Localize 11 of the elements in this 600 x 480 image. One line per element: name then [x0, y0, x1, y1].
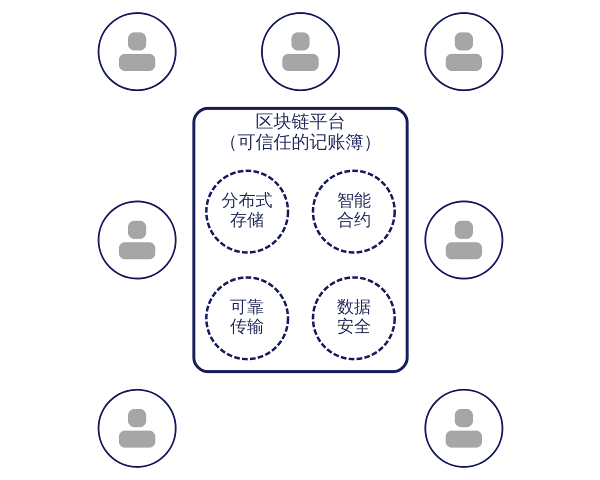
node-person — [97, 12, 176, 92]
node-circle: 智能合约 — [311, 170, 396, 254]
node-person — [97, 200, 176, 280]
node-person — [97, 388, 176, 468]
node-person — [424, 12, 503, 92]
node-circle: 数据安全 — [311, 276, 396, 360]
node-circle: 分布式存储 — [204, 170, 289, 254]
node-person — [424, 388, 503, 468]
node-person — [260, 12, 340, 92]
node-person — [424, 200, 503, 280]
node-circle: 可靠传输 — [204, 276, 289, 360]
